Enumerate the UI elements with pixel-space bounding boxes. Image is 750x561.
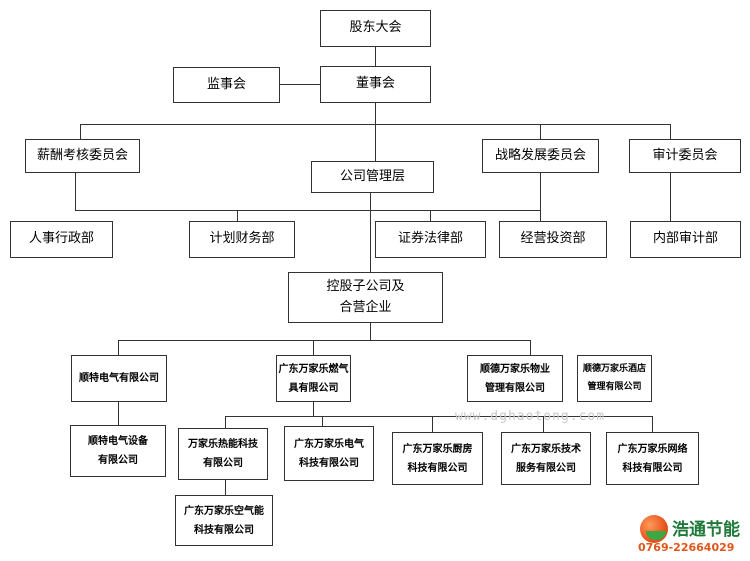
logo-name: 浩通节能: [672, 520, 740, 540]
connector: [670, 173, 671, 221]
connector: [118, 340, 119, 355]
connector: [370, 193, 371, 272]
logo-mark-icon: [640, 515, 668, 543]
connector: [225, 416, 653, 417]
connector: [375, 124, 376, 161]
company-logo: 浩通节能 0769-22664029: [636, 511, 748, 559]
node-guanli: 公司管理层: [311, 161, 434, 193]
node-shunte-shebei: 顺特电气设备 有限公司: [70, 425, 166, 477]
node-shunte-dianqi: 顺特电气有限公司: [71, 355, 167, 402]
node-caiwu: 计划财务部: [189, 221, 295, 258]
node-zhanlue: 战略发展委员会: [482, 139, 599, 173]
logo-phone: 0769-22664029: [638, 541, 735, 554]
node-kongqi: 广东万家乐空气能 科技有限公司: [175, 495, 273, 546]
node-dianqi: 广东万家乐电气 科技有限公司: [284, 426, 374, 481]
connector: [118, 402, 119, 425]
node-gudong: 股东大会: [320, 10, 431, 47]
connector: [280, 84, 320, 85]
node-shunde-jiudian: 顺德万家乐酒店 管理有限公司: [577, 355, 652, 402]
connector: [432, 416, 433, 432]
node-wangluo: 广东万家乐网络 科技有限公司: [606, 432, 699, 485]
connector: [670, 124, 671, 139]
node-konggu: 控股子公司及 合营企业: [288, 272, 443, 323]
connector: [543, 416, 544, 432]
node-neibu: 内部审计部: [630, 221, 741, 258]
connector: [530, 340, 531, 355]
connector: [237, 210, 238, 221]
node-dongshi: 董事会: [320, 66, 431, 103]
connector: [75, 173, 76, 210]
connector: [375, 103, 376, 125]
connector: [225, 480, 226, 495]
connector: [322, 416, 323, 426]
connector: [313, 340, 314, 355]
connector: [370, 323, 371, 341]
watermark-text: www.dghaotong.com: [455, 409, 606, 424]
connector: [375, 47, 376, 66]
connector: [540, 210, 541, 221]
connector: [430, 210, 431, 221]
node-shunde-wuye: 顺德万家乐物业 管理有限公司: [467, 355, 563, 402]
connector: [225, 416, 226, 428]
node-jingying: 经营投资部: [499, 221, 607, 258]
node-jianshi: 监事会: [173, 67, 280, 103]
node-zhengquan: 证券法律部: [375, 221, 486, 258]
connector: [313, 402, 314, 417]
node-ranqi: 广东万家乐燃气 具有限公司: [276, 355, 351, 402]
connector: [118, 340, 531, 341]
node-renshi: 人事行政部: [10, 221, 113, 258]
connector: [652, 416, 653, 432]
node-shenji: 审计委员会: [629, 139, 741, 173]
node-chufang: 广东万家乐厨房 科技有限公司: [392, 432, 483, 485]
node-xinchou: 薪酬考核委员会: [25, 139, 140, 173]
node-jishu: 广东万家乐技术 服务有限公司: [501, 432, 591, 485]
connector: [540, 173, 541, 210]
connector: [80, 124, 81, 139]
connector: [75, 210, 541, 211]
connector: [540, 124, 541, 139]
node-reneng: 万家乐热能科技 有限公司: [178, 428, 268, 480]
